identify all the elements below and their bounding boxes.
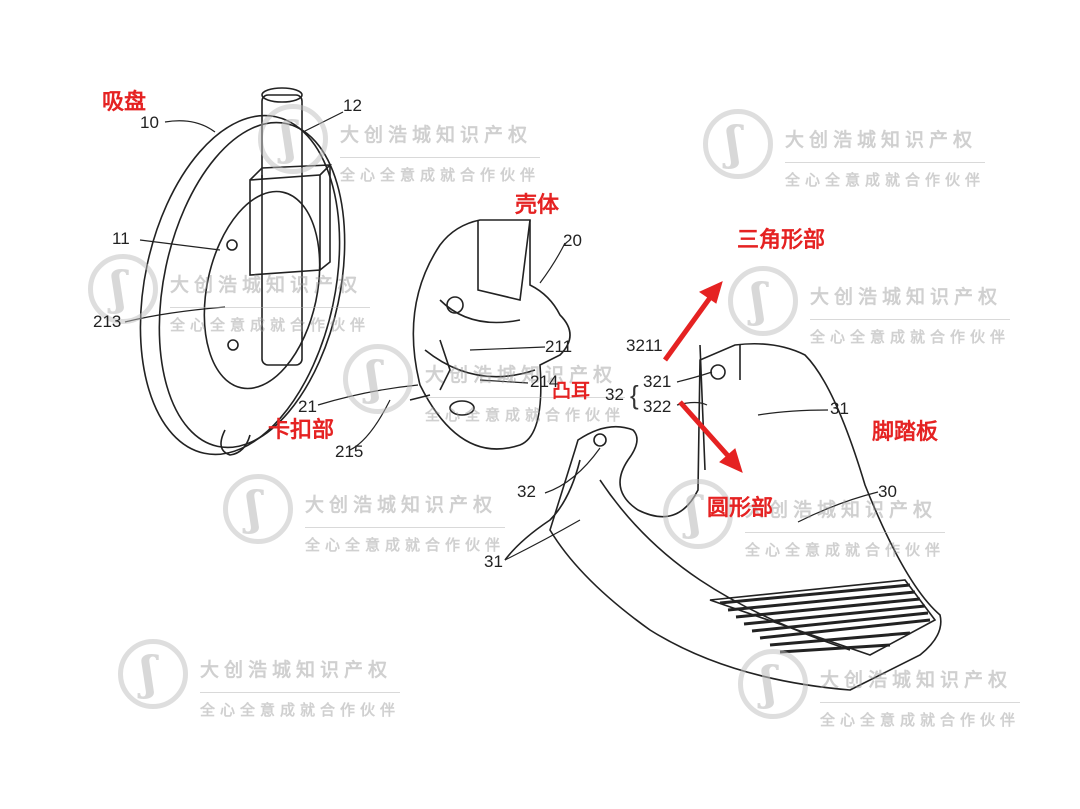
ref-213: 213 bbox=[93, 312, 122, 331]
ref-30: 30 bbox=[878, 482, 897, 501]
ref-11: 11 bbox=[112, 229, 130, 248]
ref-31-left: 31 bbox=[484, 552, 503, 571]
watermark-logo-icon bbox=[728, 266, 798, 336]
ref-21: 21 bbox=[298, 397, 317, 416]
label-housing: 壳体 bbox=[515, 193, 560, 218]
brace: { bbox=[630, 380, 639, 410]
watermark-logo-icon bbox=[258, 104, 328, 174]
ref-12: 12 bbox=[343, 96, 362, 115]
label-round-part: 圆形部 bbox=[707, 496, 774, 521]
label-suction-cup: 吸盘 bbox=[102, 90, 147, 115]
ref-3211: 3211 bbox=[626, 336, 663, 355]
watermark-logo-icon bbox=[343, 344, 413, 414]
watermark-logo-icon bbox=[703, 109, 773, 179]
watermark-logo-icon bbox=[118, 639, 188, 709]
label-lug: 凸耳 bbox=[552, 380, 591, 402]
ref-20: 20 bbox=[563, 231, 582, 250]
ref-31-right: 31 bbox=[830, 399, 849, 418]
red-arrows bbox=[662, 281, 743, 473]
ref-321: 321 bbox=[643, 372, 672, 391]
label-clip-part: 卡扣部 bbox=[268, 418, 335, 443]
watermark-logo-icon bbox=[88, 254, 158, 324]
ref-32-left: 32 bbox=[517, 482, 536, 501]
ref-32-brace: 32 bbox=[605, 385, 624, 404]
ref-211: 211 bbox=[545, 337, 573, 356]
watermark-logo-icon bbox=[223, 474, 293, 544]
watermark-logo-icon bbox=[738, 649, 808, 719]
housing-drawing bbox=[409, 219, 571, 450]
pedal-drawing bbox=[504, 342, 942, 691]
label-triangle-part: 三角形部 bbox=[737, 228, 826, 253]
ref-215: 215 bbox=[335, 442, 364, 461]
ref-10: 10 bbox=[140, 113, 159, 132]
ref-214: 214 bbox=[530, 372, 559, 391]
watermark-logo-icon bbox=[663, 479, 733, 549]
label-pedal: 脚踏板 bbox=[872, 420, 939, 445]
ref-322: 322 bbox=[643, 397, 672, 416]
